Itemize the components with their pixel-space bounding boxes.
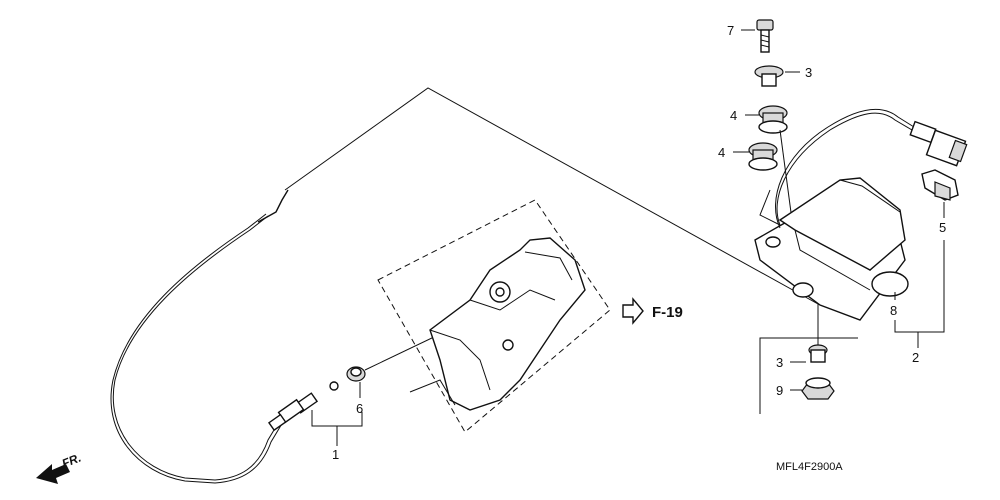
servo-motor-part-8	[754, 177, 909, 321]
callout-1: 1	[332, 447, 339, 462]
front-direction-label: FR.	[60, 451, 83, 471]
diagram-code: MFL4F2900A	[776, 461, 843, 473]
nut-part-9	[801, 377, 835, 400]
callout-2: 2	[912, 350, 919, 365]
callout-4-upper: 4	[730, 108, 737, 123]
callout-4-lower: 4	[718, 145, 725, 160]
grommet-part-4-lower	[748, 142, 778, 171]
callout-6: 6	[356, 401, 363, 416]
grommet-part-4-upper	[758, 105, 788, 134]
clip-part-5	[921, 169, 959, 201]
bolt-part-7	[756, 19, 774, 53]
collar-part-3-bottom	[808, 304, 828, 363]
callout-3-bottom: 3	[776, 355, 783, 370]
reference-label: F-19	[652, 304, 683, 321]
collar-part-3-top	[754, 65, 784, 87]
callout-9: 9	[776, 383, 783, 398]
cable-assembly	[110, 189, 339, 484]
connector-harness	[775, 109, 968, 229]
cable-routing-line	[284, 87, 819, 305]
throttle-body-reference	[409, 237, 586, 411]
callout-7: 7	[727, 23, 734, 38]
callout-5: 5	[939, 220, 946, 235]
callout-8: 8	[890, 303, 897, 318]
reference-arrow: F-19	[622, 297, 683, 325]
bracket-1	[311, 410, 363, 427]
separator-line	[759, 337, 858, 414]
front-direction-arrow: FR.	[36, 451, 83, 484]
callout-3-top: 3	[805, 65, 812, 80]
